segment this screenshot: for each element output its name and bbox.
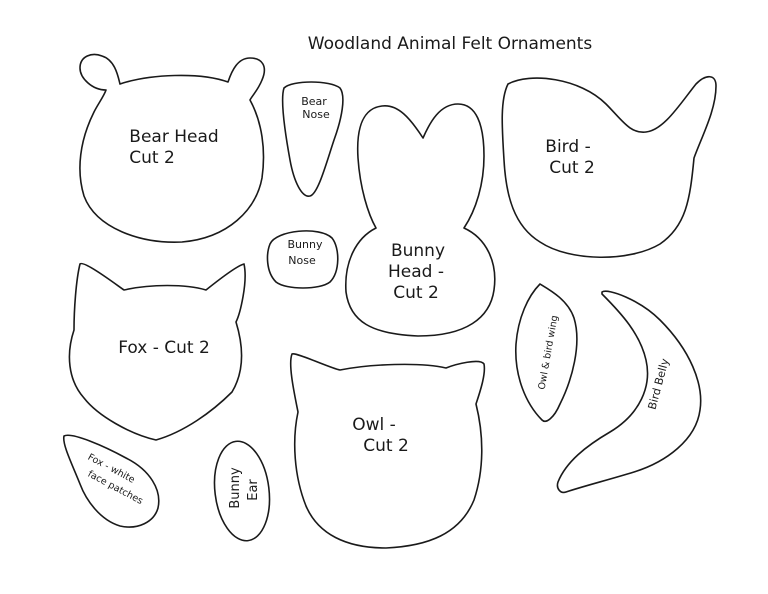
owl-cut-label: Cut 2 xyxy=(363,436,409,456)
bear-nose-label: Bear xyxy=(301,95,327,108)
wing-piece: Owl & bird wing xyxy=(515,283,578,422)
bunny-head-label: Bunny xyxy=(391,241,445,261)
bunny-ear-piece: Bunny Ear xyxy=(213,440,271,542)
bird-piece: Bird - Cut 2 xyxy=(501,75,717,259)
bird-belly-outline xyxy=(556,290,702,494)
bunny-ear-outline xyxy=(213,440,271,542)
bear-head-piece: Bear Head Cut 2 xyxy=(79,53,266,243)
bird-label: Bird - xyxy=(545,137,590,157)
fox-face-patches-outline xyxy=(62,434,160,528)
fox-outline xyxy=(68,263,246,441)
bear-nose-outline xyxy=(281,81,344,197)
fox-label: Fox - Cut 2 xyxy=(118,338,210,358)
bunny-nose-label: Bunny xyxy=(288,238,323,251)
bunny-nose-outline xyxy=(266,230,339,289)
bunny-nose-piece: Bunny Nose xyxy=(266,230,339,289)
bird-cut-label: Cut 2 xyxy=(549,158,595,178)
page-title: Woodland Animal Felt Ornaments xyxy=(308,34,593,54)
owl-label: Owl - xyxy=(352,415,396,435)
bunny-head-cut-label: Cut 2 xyxy=(393,283,439,303)
bunny-head-outline xyxy=(345,103,496,337)
wing-outline xyxy=(515,283,578,422)
bear-head-outline xyxy=(79,53,266,243)
bird-outline xyxy=(501,75,717,259)
fox-piece: Fox - Cut 2 xyxy=(68,263,246,441)
bunny-ear-label-2: Ear xyxy=(246,479,261,501)
bear-nose-piece: Bear Nose xyxy=(281,81,344,197)
bird-belly-piece: Bird Belly xyxy=(556,290,702,494)
bunny-head-label-2: Head - xyxy=(388,262,444,282)
fox-face-patches-piece: Fox - white face patches xyxy=(62,434,160,528)
owl-piece: Owl - Cut 2 xyxy=(289,353,486,549)
bunny-nose-label-2: Nose xyxy=(288,254,316,267)
bear-nose-label-2: Nose xyxy=(302,108,330,121)
bear-head-cut-label: Cut 2 xyxy=(129,148,175,168)
bunny-head-piece: Bunny Head - Cut 2 xyxy=(345,103,496,337)
owl-outline xyxy=(289,353,486,549)
bunny-ear-label: Bunny xyxy=(228,467,243,509)
bear-head-label: Bear Head xyxy=(129,127,218,147)
